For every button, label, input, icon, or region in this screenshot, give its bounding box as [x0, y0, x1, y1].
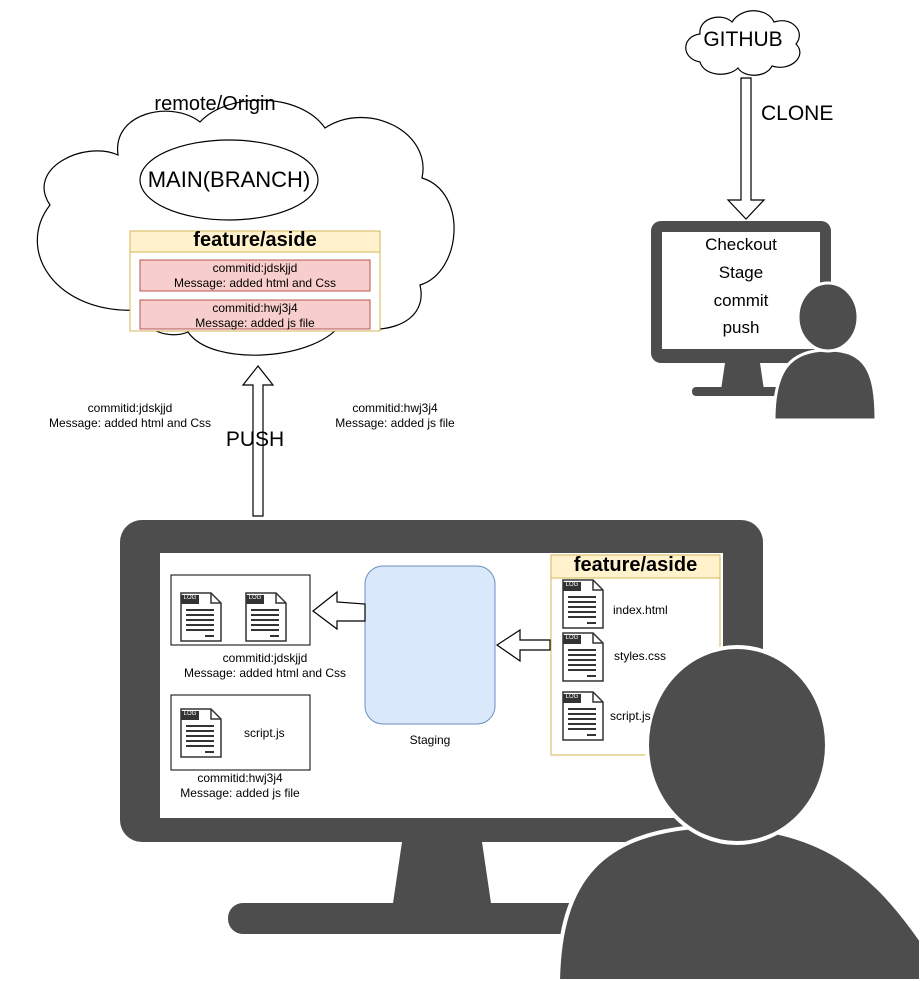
file-script-js: script.js: [610, 709, 651, 723]
local-commit-1-message: Message: added html and Css: [183, 666, 347, 680]
local-feature-title: feature/aside: [573, 554, 698, 576]
remote-commit-1-id: commitid:jdskjjd: [212, 261, 298, 275]
staging-label: Staging: [409, 733, 451, 747]
small-user-icon: [772, 281, 878, 422]
clone-label: CLONE: [761, 102, 834, 125]
remote-commit-1-box: [139, 259, 371, 292]
step-push: push: [722, 318, 760, 337]
local-commit-2-message: Message: added js file: [180, 786, 300, 800]
local-commit-2-file: script.js: [244, 726, 285, 740]
local-commit-2-id: commitid:hwj3j4: [197, 771, 283, 785]
log-badge: LOG: [565, 694, 579, 700]
remote-feature-title: feature/aside: [193, 229, 317, 251]
push-note-right-message: Message: added js file: [335, 416, 455, 430]
push-note-left-id: commitid:jdskjjd: [87, 401, 173, 415]
file-index-html: index.html: [613, 603, 668, 617]
large-user-icon: [555, 645, 921, 981]
github-label: GITHUB: [703, 28, 783, 51]
step-commit: commit: [713, 291, 769, 310]
remote-commit-2-box: [139, 299, 371, 330]
clone-arrow-icon: [726, 77, 766, 220]
staging-area: [364, 565, 496, 725]
remote-origin-title: remote/Origin: [154, 93, 276, 115]
main-branch-ellipse: [139, 139, 319, 221]
commit-arrow-icon: [312, 590, 366, 631]
push-note-right-id: commitid:hwj3j4: [352, 401, 438, 415]
push-arrow-icon: [241, 365, 275, 517]
local-commit-1-id: commitid:jdskjjd: [222, 651, 308, 665]
log-badge: LOG: [183, 595, 197, 601]
main-branch-label: MAIN(BRANCH): [147, 167, 311, 192]
file-styles-css: styles.css: [614, 649, 667, 663]
push-note-left-message: Message: added html and Css: [48, 416, 212, 430]
log-badge: LOG: [565, 635, 579, 641]
remote-commit-1-message: Message: added html and Css: [173, 276, 337, 290]
step-stage: Stage: [718, 263, 764, 282]
push-label: PUSH: [225, 428, 285, 451]
github-cloud-icon: [685, 10, 801, 76]
remote-commit-2-message: Message: added js file: [195, 316, 315, 330]
stage-arrow-icon: [495, 628, 551, 663]
step-checkout: Checkout: [705, 235, 777, 254]
remote-commit-2-id: commitid:hwj3j4: [212, 301, 298, 315]
small-monitor-icon: [651, 221, 831, 396]
log-badge: LOG: [248, 595, 262, 601]
log-badge: LOG: [565, 582, 579, 588]
log-badge: LOG: [183, 711, 197, 717]
